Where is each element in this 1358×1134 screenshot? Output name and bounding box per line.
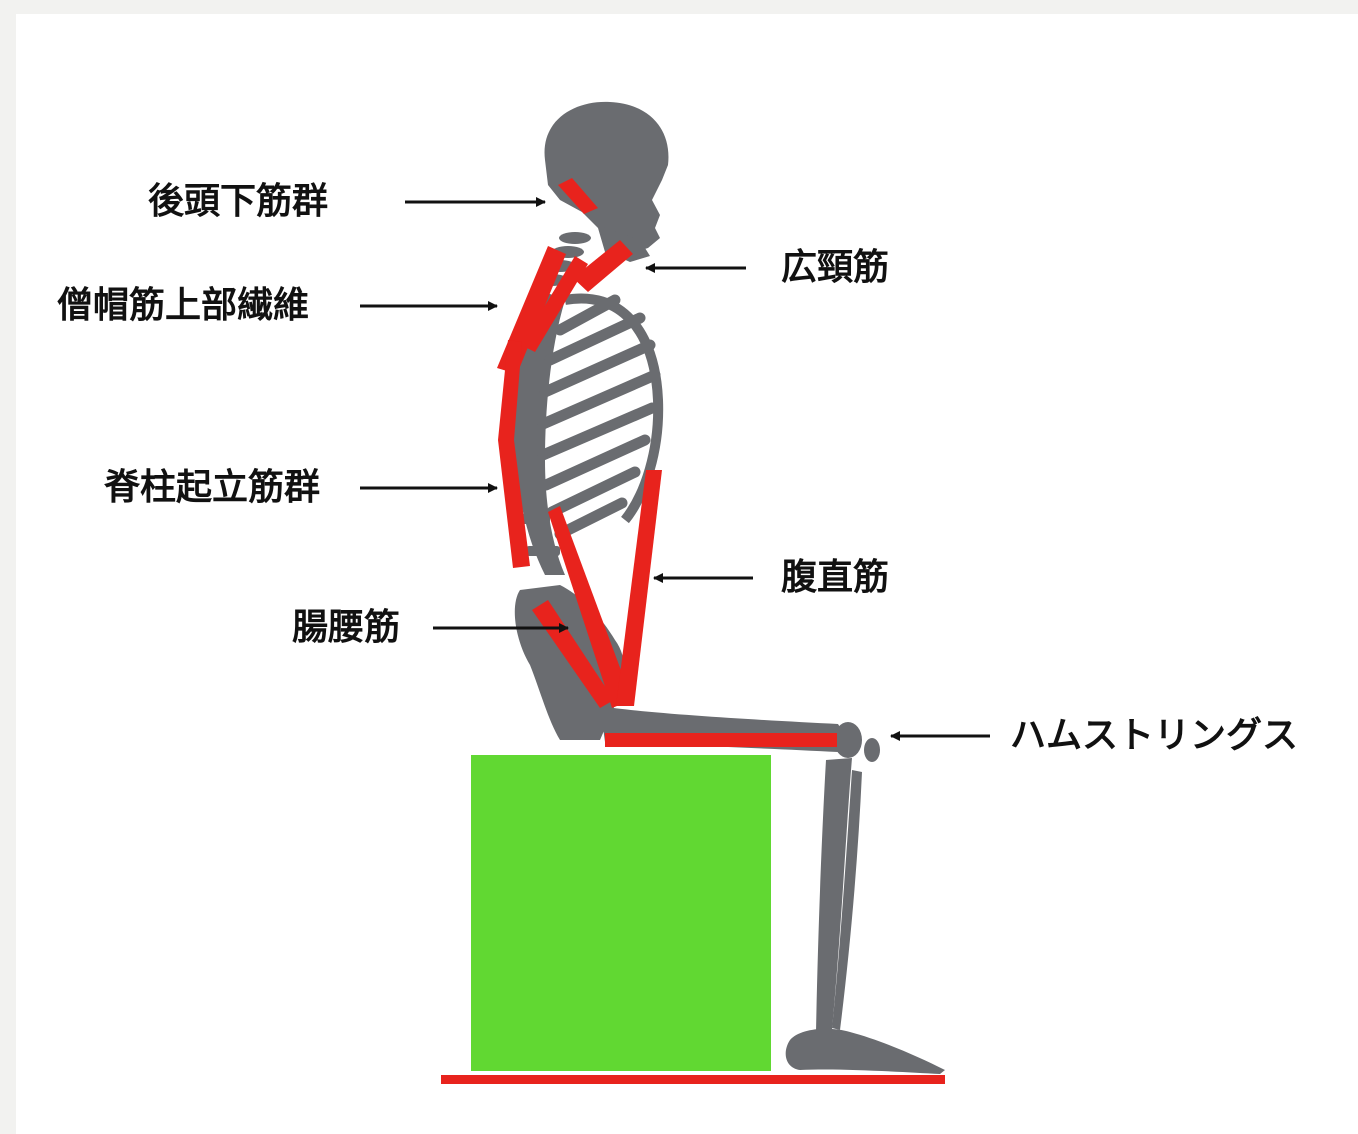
arrows <box>360 202 990 736</box>
label-platysma: 広頸筋 <box>781 250 889 286</box>
floor-line <box>441 1075 945 1084</box>
label-suboccipital: 後頭下筋群 <box>148 184 328 220</box>
hamstrings-muscle <box>605 733 837 747</box>
seat-box <box>471 755 771 1071</box>
label-rectus-abdominis: 腹直筋 <box>781 560 889 596</box>
foot <box>786 1029 945 1074</box>
label-iliopsoas: 腸腰筋 <box>292 610 400 646</box>
label-erector-spinae: 脊柱起立筋群 <box>104 470 320 506</box>
knee <box>834 722 862 758</box>
label-upper-trapezius: 僧帽筋上部繊維 <box>57 288 309 324</box>
patella <box>864 738 880 762</box>
label-hamstrings: ハムストリングス <box>1010 718 1298 754</box>
